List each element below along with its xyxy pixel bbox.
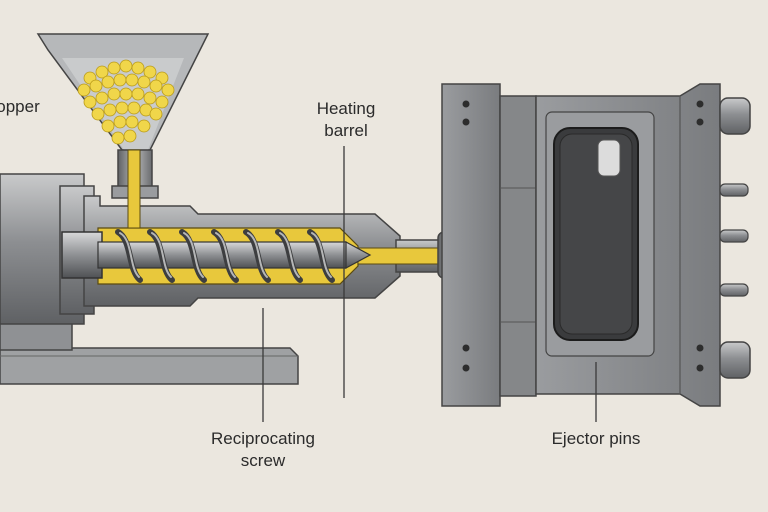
- reciprocating-screw: [61, 229, 372, 283]
- hopper-label: Hopper: [0, 97, 40, 116]
- machine-base: [0, 317, 299, 385]
- reciprocating-screw-label: Reciprocating screw: [196, 428, 330, 472]
- heating-barrel-label-line1: Heating: [316, 99, 376, 118]
- ejector-pins: [719, 97, 751, 379]
- heating-barrel-label: Heating barrel: [306, 98, 386, 142]
- screw-label-line2: screw: [240, 451, 286, 470]
- screw-label-line1: Reciprocating: [211, 429, 315, 448]
- heating-barrel-label-line2: barrel: [324, 121, 368, 140]
- plastic-pellets: [77, 59, 175, 145]
- ejector-pins-label: Ejector pins: [551, 429, 641, 448]
- hopper: [36, 33, 210, 229]
- mold: [437, 83, 721, 407]
